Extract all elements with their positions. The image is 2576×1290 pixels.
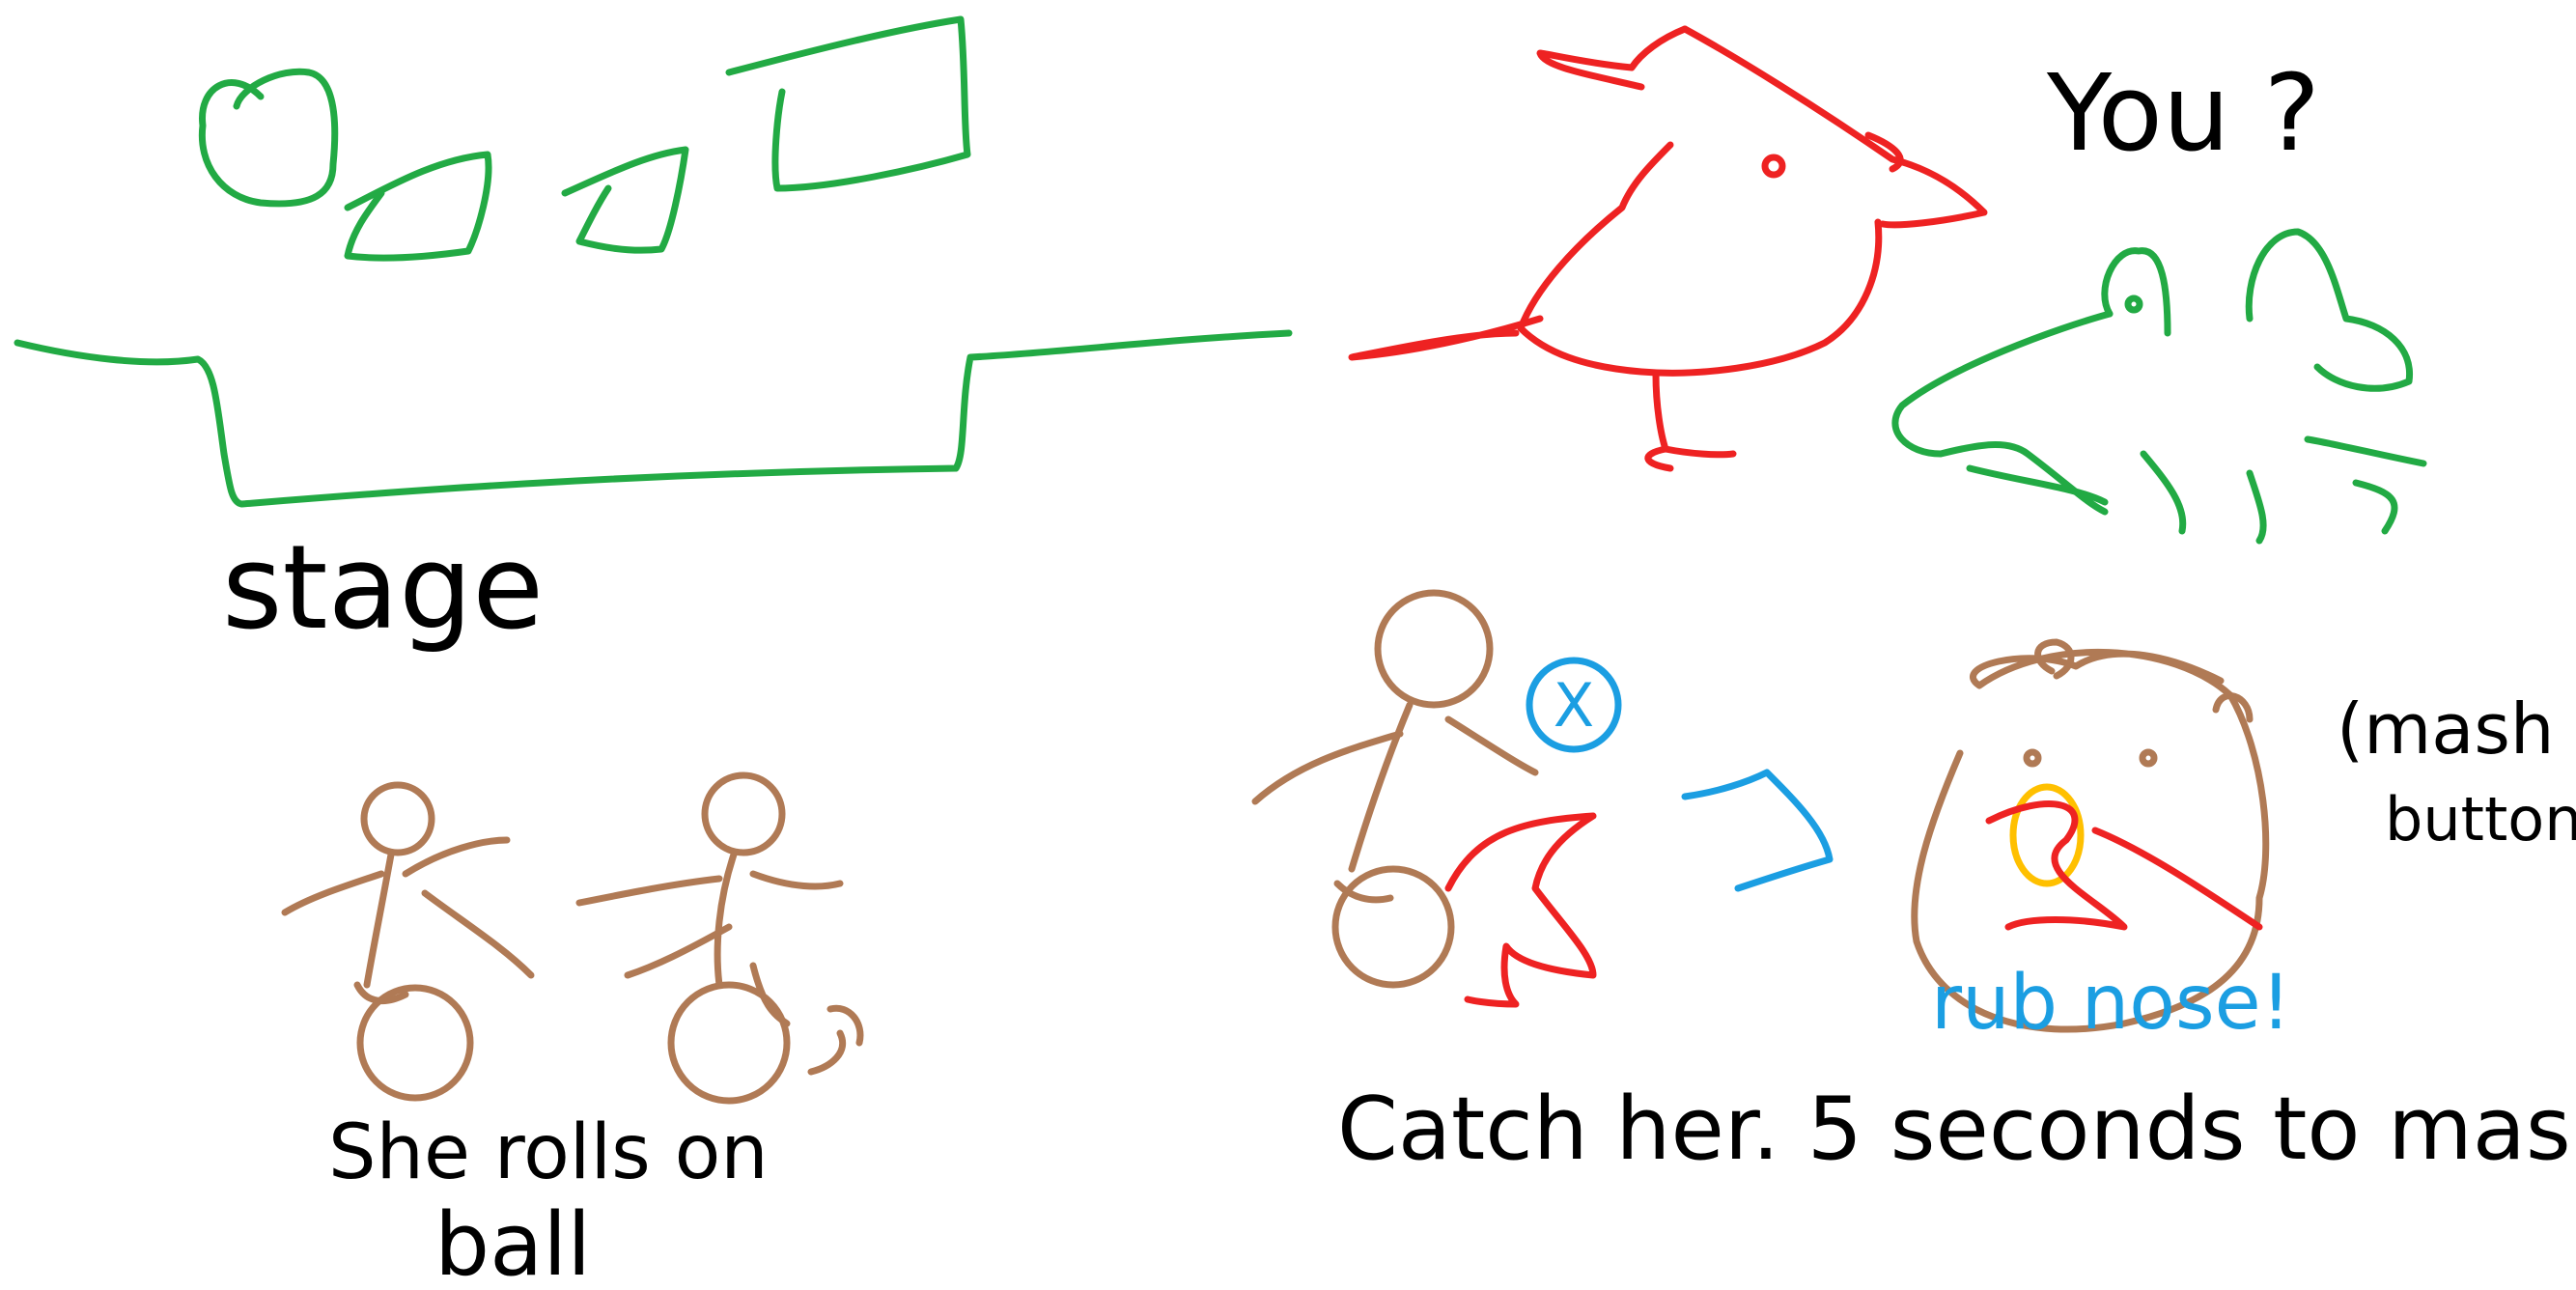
figure-1-head (360, 781, 435, 856)
creature-feet (1966, 435, 2427, 545)
caught-bird (1444, 812, 1597, 1008)
x-button-icon (1526, 657, 1622, 753)
figure-2-ball (667, 981, 791, 1105)
figure-1-ball (356, 984, 474, 1102)
rub-scribble (1985, 800, 2263, 931)
question-label: You ? (2046, 51, 2320, 175)
stage-block-4 (725, 15, 971, 192)
creature-eye (2124, 294, 2143, 314)
figure-2-head (701, 771, 786, 856)
bird-crest (1536, 25, 1689, 91)
rolls-label-line2: ball (434, 1194, 591, 1290)
figure-3-ball (1331, 865, 1455, 989)
rolling-figures-drawing (281, 771, 864, 1105)
bird-leg (1644, 371, 1737, 472)
bird-beak (1864, 131, 1904, 173)
bird-eye (1761, 154, 1786, 179)
catch-scene-drawing: X (1251, 589, 2270, 1033)
figure-3-head (1374, 589, 1494, 709)
stage-block-1 (198, 68, 339, 208)
motion-lines (807, 1004, 864, 1076)
stage-drawing (14, 15, 1293, 508)
bird-tail (1348, 315, 1544, 361)
rolls-label-line1: She rolls on (328, 1109, 769, 1196)
mash-label-line2: button) (2385, 784, 2576, 855)
face-ears (2034, 638, 2254, 723)
figure-3-body (1251, 701, 1539, 904)
face-eye-left (2023, 748, 2042, 768)
stage-floor (14, 329, 1293, 508)
figure-1-body (281, 836, 535, 1005)
x-button-glyph: X (1554, 670, 1594, 741)
rub-label: rub nose! (1931, 960, 2291, 1047)
bird-head (1681, 25, 1988, 229)
figure-2-body (575, 851, 844, 1027)
mash-label-line1: (mash (2337, 688, 2555, 770)
face-eye-right (2139, 748, 2158, 768)
labels: stage You ? She rolls on ball Catch her.… (222, 51, 2576, 1290)
creature-body (1891, 310, 2114, 516)
nose-highlight (2009, 783, 2085, 887)
creature-head-2 (2245, 228, 2414, 392)
creature-head-1 (2101, 247, 2171, 337)
stage-block-3 (561, 146, 689, 254)
catch-label: Catch her. 5 seconds to mash (1337, 1079, 2576, 1180)
stage-label: stage (222, 521, 544, 656)
face-outline (1911, 648, 2270, 1033)
cardinal-drawing (1348, 25, 1988, 472)
arrow-icon (1681, 769, 1834, 892)
stage-block-2 (344, 151, 492, 262)
bird-body (1517, 141, 1883, 377)
green-creature-drawing (1891, 228, 2427, 545)
